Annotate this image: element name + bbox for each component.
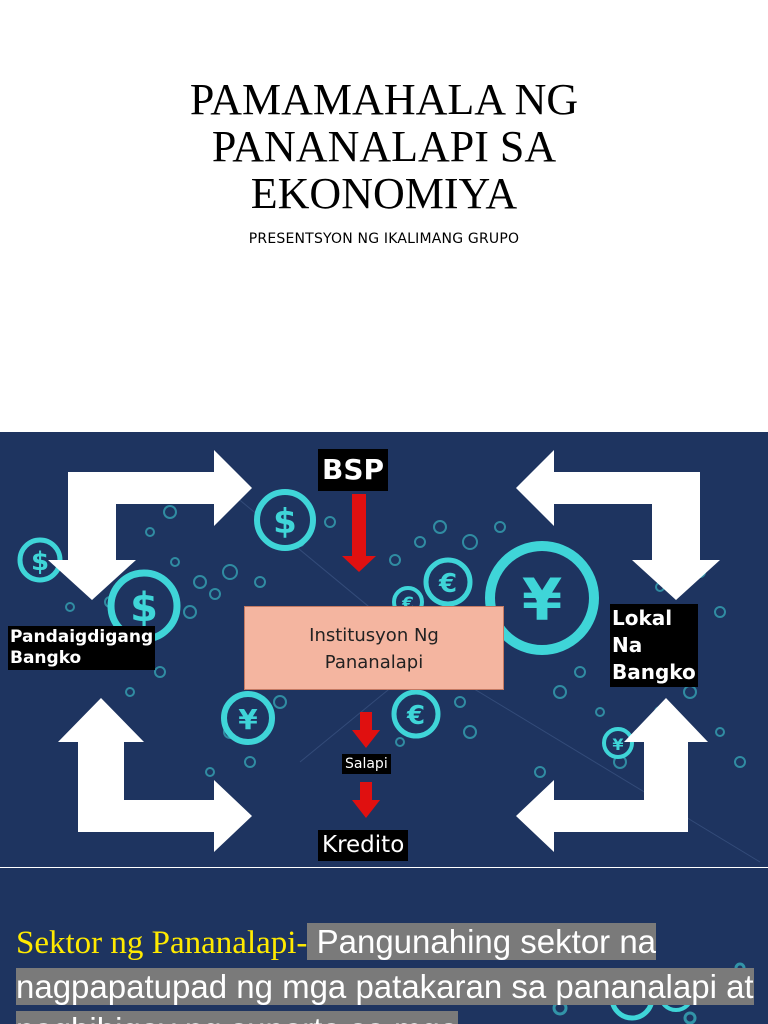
svg-text:$: $ <box>273 502 297 542</box>
institusyon-box: Institusyon Ng Pananalapi <box>244 606 504 690</box>
dollar-coin-icon: $ <box>107 569 181 643</box>
euro-coin-icon: € <box>391 689 441 739</box>
arrow-bottom-left-icon <box>58 698 252 852</box>
yen-coin-icon: ¥ <box>485 541 599 655</box>
yen-coin-icon: ¥ <box>602 727 634 759</box>
svg-text:€: € <box>406 701 425 731</box>
definition-paragraph: Sektor ng Pananalapi- Pangunahing sektor… <box>16 920 756 1024</box>
euro-coin-icon: € <box>423 557 473 607</box>
slide-title: PAMAMAHALA NG PANANALAPI SA EKONOMIYA <box>189 75 579 218</box>
salapi-label: Salapi <box>342 754 391 774</box>
dollar-coin-icon: $ <box>17 537 63 583</box>
down-arrow-icon <box>352 782 380 818</box>
down-arrow-icon <box>342 494 376 572</box>
title-slide: PAMAMAHALA NG PANANALAPI SA EKONOMIYA PR… <box>0 0 768 432</box>
svg-text:¥: ¥ <box>522 566 562 634</box>
kredito-label: Kredito <box>318 830 409 861</box>
cycle-arrows <box>48 450 720 852</box>
arrow-top-left-icon <box>48 450 252 600</box>
svg-text:¥: ¥ <box>238 703 258 736</box>
lokal-na-bangko-label: Lokal Na Bangko <box>610 604 698 687</box>
pandaigdigang-bangko-label: Pandaigdigang Bangko <box>8 626 156 670</box>
down-arrow-icon <box>352 712 380 748</box>
slide-subtitle: PRESENTSYON NG IKALIMANG GRUPO <box>248 231 520 247</box>
bsp-label: BSP <box>318 449 389 491</box>
definition-term: Sektor ng Pananalapi- <box>16 925 308 961</box>
svg-text:€: € <box>438 569 457 599</box>
red-arrows <box>342 494 380 818</box>
world-money-map-graphic: $ $ $ ¥ € € € <box>17 450 761 863</box>
yen-coin-icon: ¥ <box>221 691 275 745</box>
svg-text:¥: ¥ <box>612 735 623 754</box>
arrow-bottom-right-icon <box>516 698 708 852</box>
diagram-slide: $ $ $ ¥ € € € <box>0 432 768 867</box>
svg-text:$: $ <box>130 585 158 631</box>
dollar-coin-icon: $ <box>254 489 316 551</box>
definition-slide: Sektor ng Pananalapi- Pangunahing sektor… <box>0 868 768 1024</box>
map-bubbles <box>65 505 746 778</box>
arrow-top-right-icon <box>516 450 720 600</box>
svg-text:$: $ <box>31 547 49 577</box>
